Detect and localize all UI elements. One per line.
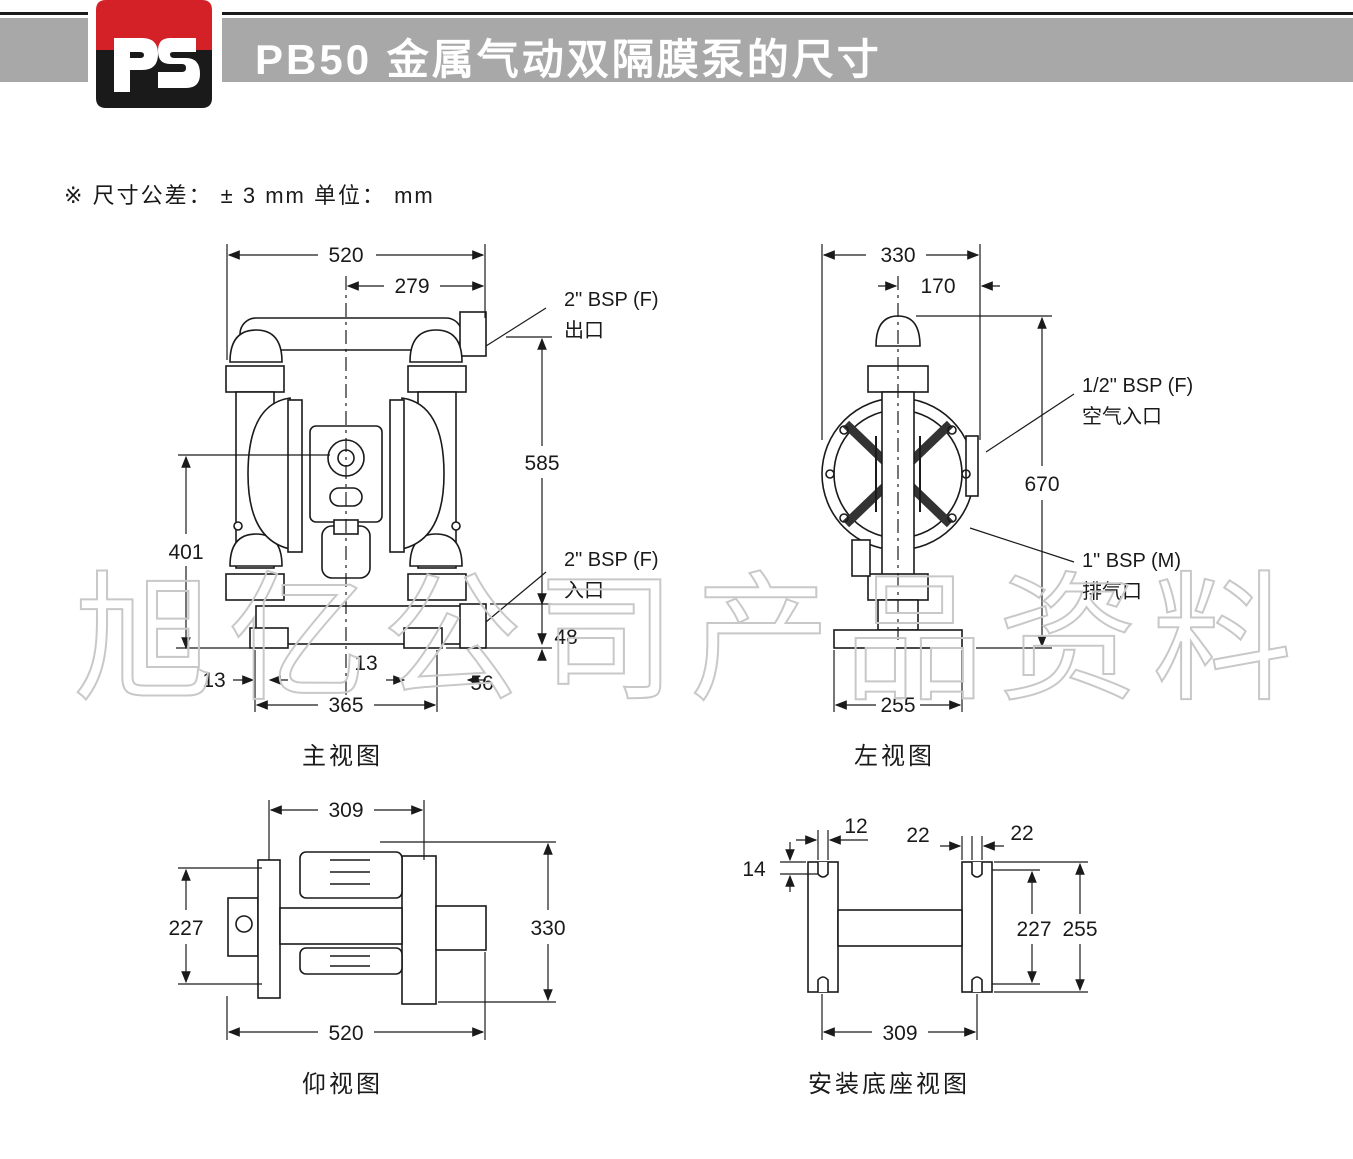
callout-inlet-size: 2" BSP (F): [564, 549, 659, 571]
dim-front-outlet-height: 585: [524, 452, 559, 475]
bottom-dimensions: [178, 800, 556, 1040]
tolerance-note: ※ 尺寸公差： ± 3 mm 单位： mm: [64, 178, 435, 210]
dim-base-slot-edge: 22: [1010, 822, 1033, 845]
callout-outlet-name: 出口: [564, 319, 604, 342]
dim-side-height: 670: [1024, 473, 1059, 496]
view-label-front: 主视图: [302, 743, 383, 770]
front-view: [225, 311, 487, 649]
page-title: PB50 金属气动双隔膜泵的尺寸: [255, 36, 882, 83]
dim-front-foot-left: 13: [202, 669, 225, 692]
dim-front-inlet-offset: 56: [470, 672, 493, 695]
watermark: 旭亿公司产品资料: [74, 560, 1294, 710]
dim-bottom-depth-inner: 227: [168, 917, 203, 940]
header-bar-right: [222, 18, 1353, 82]
dim-side-width: 330: [880, 244, 915, 267]
callout-exhaust-size: 1" BSP (M): [1082, 550, 1181, 572]
view-label-side: 左视图: [854, 743, 935, 770]
dim-front-outlet-offset: 279: [394, 275, 429, 298]
base-dimensions: [780, 830, 1088, 1040]
header-rule-left: [0, 12, 88, 15]
dim-base-slot-width: 12: [844, 815, 867, 838]
note-prefix: ※: [64, 183, 85, 208]
watermark-text: 旭亿公司产品资料: [74, 560, 1294, 710]
dim-front-base-span: 365: [328, 694, 363, 717]
dim-bottom-width: 520: [328, 1022, 363, 1045]
view-label-bottom: 仰视图: [302, 1071, 383, 1098]
side-dimensions: [821, 244, 1075, 712]
dim-front-width: 520: [328, 244, 363, 267]
dim-base-slot-depth: 14: [742, 858, 766, 881]
dim-base-inner-span: 227: [1016, 918, 1051, 941]
header-rule-right: [222, 12, 1353, 15]
dim-front-foot-center: 13: [354, 652, 377, 675]
note-text: 尺寸公差： ± 3 mm 单位： mm: [92, 183, 435, 208]
callout-outlet-size: 2" BSP (F): [564, 289, 659, 311]
view-label-base: 安装底座视图: [808, 1071, 970, 1098]
dim-front-air-height: 401: [168, 541, 203, 564]
dim-base-center-span: 309: [882, 1022, 917, 1045]
dim-side-half-width: 170: [920, 275, 955, 298]
callout-air-size: 1/2" BSP (F): [1082, 375, 1193, 397]
callout-air-name: 空气入口: [1082, 405, 1162, 428]
dim-bottom-top-span: 309: [328, 799, 363, 822]
callout-exhaust-name: 排气口: [1082, 580, 1142, 603]
dim-front-base-height: 48: [554, 626, 577, 649]
header-bar-left: [0, 18, 88, 82]
callout-inlet-name: 入口: [564, 580, 604, 602]
dim-bottom-depth-outer: 330: [530, 917, 565, 940]
front-dimensions: [176, 244, 552, 712]
header-bar: PB50 金属气动双隔膜泵的尺寸: [0, 12, 1353, 83]
dim-base-outer-span: 255: [1062, 918, 1097, 941]
dim-side-base-width: 255: [880, 694, 915, 717]
ps-logo: [96, 0, 212, 108]
bottom-view: [227, 851, 487, 1005]
base-view: [807, 861, 993, 993]
dim-base-slot-gap: 22: [906, 824, 929, 847]
